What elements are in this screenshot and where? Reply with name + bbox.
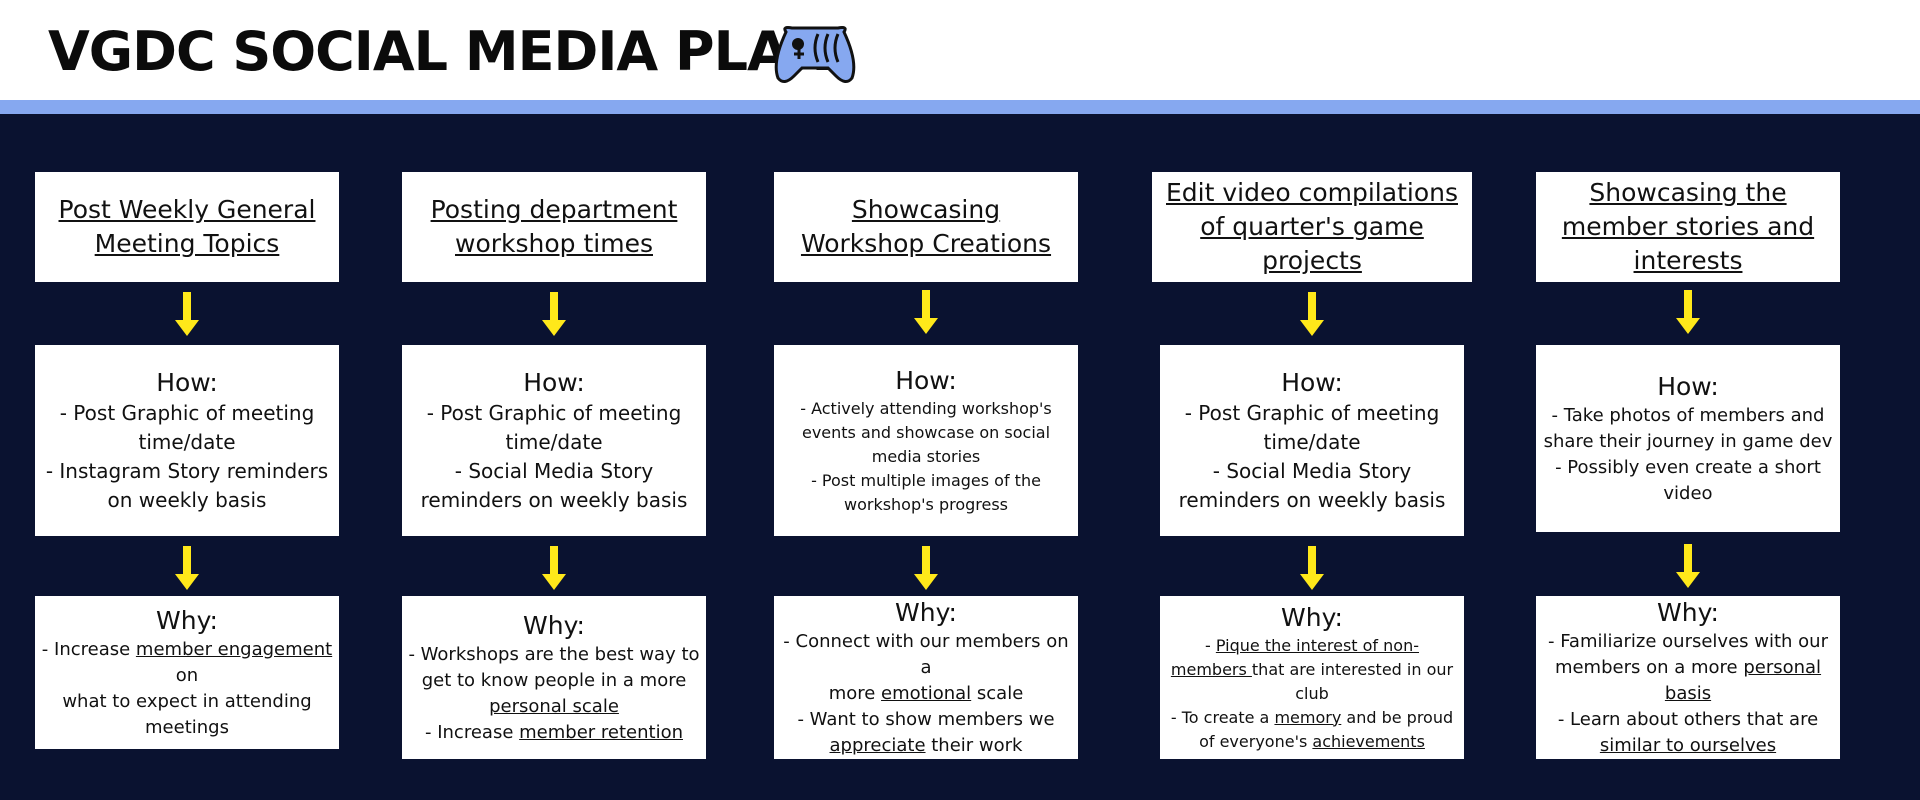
why-line: club xyxy=(1295,683,1329,703)
topic-box-5: Showcasing the member stories and intere… xyxy=(1536,172,1840,282)
how-line: - Social Media Story reminders on weekly… xyxy=(1178,458,1446,512)
down-arrow-icon xyxy=(1676,290,1700,334)
topic-title: Showcasing the member stories and intere… xyxy=(1561,178,1815,275)
why-heading: Why: xyxy=(1657,597,1719,627)
why-line: personal scale xyxy=(489,695,619,717)
how-heading: How: xyxy=(1657,371,1719,401)
down-arrow-icon xyxy=(175,292,199,336)
why-line: what to expect in attending xyxy=(62,690,312,712)
how-line: - Social Media Story reminders on weekly… xyxy=(420,458,688,512)
how-box-3: How: - Actively attending workshop's eve… xyxy=(774,345,1078,536)
page-title: VGDC SOCIAL MEDIA PLAN xyxy=(48,20,833,83)
how-line: - Instagram Story reminders on weekly ba… xyxy=(45,458,329,512)
why-line: - Connect with our members on a xyxy=(783,630,1069,678)
how-box-2: How: - Post Graphic of meeting time/date… xyxy=(402,345,706,536)
how-line: - Possibly even create a short video xyxy=(1555,456,1821,504)
why-line: - Pique the interest of non- xyxy=(1205,635,1419,655)
why-heading: Why: xyxy=(895,597,957,627)
game-controller-icon xyxy=(774,26,856,83)
how-line: - Actively attending workshop's events a… xyxy=(800,398,1052,466)
why-box-2: Why: - Workshops are the best way to get… xyxy=(402,596,706,759)
why-line: appreciate their work xyxy=(829,734,1023,756)
why-line: similar to ourselves xyxy=(1599,734,1777,756)
why-box-4: Why: - Pique the interest of non- member… xyxy=(1160,596,1464,759)
why-line: - To create a memory and be proud xyxy=(1170,707,1454,727)
down-arrow-icon xyxy=(1676,544,1700,588)
why-line: - Increase member engagement on xyxy=(41,638,333,686)
down-arrow-icon xyxy=(542,546,566,590)
how-heading: How: xyxy=(1281,367,1343,397)
down-arrow-icon xyxy=(1300,292,1324,336)
why-line: - Increase member retention xyxy=(425,721,683,743)
how-line: - Take photos of members and share their… xyxy=(1543,404,1833,452)
down-arrow-icon xyxy=(914,546,938,590)
topic-box-3: Showcasing Workshop Creations xyxy=(774,172,1078,282)
header-accent-bar xyxy=(0,100,1920,114)
topic-box-4: Edit video compilations of quarter's gam… xyxy=(1152,172,1472,282)
topic-title: Edit video compilations of quarter's gam… xyxy=(1166,178,1458,275)
how-heading: How: xyxy=(523,367,585,397)
how-line: - Post Graphic of meeting time/date xyxy=(59,400,315,454)
why-line: more emotional scale xyxy=(828,682,1024,704)
why-heading: Why: xyxy=(523,610,585,640)
topic-box-2: Posting department workshop times xyxy=(402,172,706,282)
topic-title: Posting department workshop times xyxy=(430,195,678,258)
topic-title: Showcasing Workshop Creations xyxy=(800,195,1052,258)
how-box-5: How: - Take photos of members and share … xyxy=(1536,345,1840,532)
down-arrow-icon xyxy=(542,292,566,336)
why-box-3: Why: - Connect with our members on a mor… xyxy=(774,596,1078,759)
why-line: of everyone's achievements xyxy=(1199,731,1425,751)
why-box-5: Why: - Familiarize ourselves with our me… xyxy=(1536,596,1840,759)
why-line: members on a more personal basis xyxy=(1554,656,1822,704)
how-box-1: How: - Post Graphic of meeting time/date… xyxy=(35,345,339,536)
why-line: - Want to show members we xyxy=(797,708,1055,730)
how-heading: How: xyxy=(895,365,957,395)
down-arrow-icon xyxy=(914,290,938,334)
why-line: meetings xyxy=(145,716,229,738)
why-line: - Workshops are the best way to xyxy=(408,643,700,665)
header-bar: VGDC SOCIAL MEDIA PLAN xyxy=(0,0,1920,100)
down-arrow-icon xyxy=(175,546,199,590)
how-line: - Post multiple images of the workshop's… xyxy=(811,470,1041,514)
topic-box-1: Post Weekly General Meeting Topics xyxy=(35,172,339,282)
topic-title: Post Weekly General Meeting Topics xyxy=(58,195,316,258)
why-line: - Familiarize ourselves with our xyxy=(1548,630,1828,652)
why-line: get to know people in a more xyxy=(421,669,687,691)
why-heading: Why: xyxy=(156,605,218,635)
how-heading: How: xyxy=(156,367,218,397)
why-box-1: Why: - Increase member engagement on wha… xyxy=(35,596,339,749)
why-line: - Learn about others that are xyxy=(1557,708,1819,730)
how-box-4: How: - Post Graphic of meeting time/date… xyxy=(1160,345,1464,536)
why-heading: Why: xyxy=(1281,602,1343,632)
how-line: - Post Graphic of meeting time/date xyxy=(1184,400,1440,454)
down-arrow-icon xyxy=(1300,546,1324,590)
why-line: members that are interested in our xyxy=(1170,659,1454,679)
how-line: - Post Graphic of meeting time/date xyxy=(426,400,682,454)
